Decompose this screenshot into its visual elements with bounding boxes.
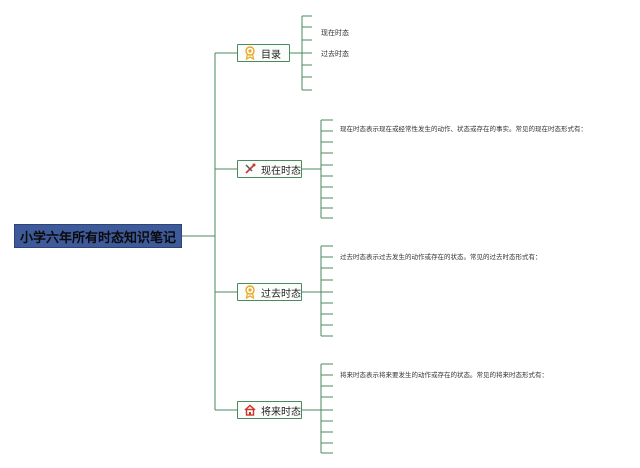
branch-present-tense[interactable]: 现在时态 (237, 160, 302, 178)
root-title: 小学六年所有时态知识笔记 (19, 230, 176, 246)
branch-future-tense[interactable]: 将来时态 (237, 401, 302, 419)
branch-label: 现在时态 (261, 165, 301, 177)
ribbon-icon (243, 46, 257, 61)
root-node[interactable]: 小学六年所有时态知识笔记 (14, 224, 182, 248)
contents-item-past[interactable]: 过去时态 (321, 50, 349, 58)
branch-label: 将来时态 (261, 406, 301, 418)
branch-contents[interactable]: 目录 (237, 44, 290, 62)
tools-icon (243, 162, 257, 176)
ribbon-icon (243, 285, 257, 300)
home-icon (243, 403, 257, 417)
contents-item-present[interactable]: 现在时态 (321, 29, 349, 37)
branch-past-tense[interactable]: 过去时态 (237, 283, 302, 301)
branch-label: 过去时态 (261, 288, 301, 300)
past-tense-description[interactable]: 过去时态表示过去发生的动作或存在的状态。常见的过去时态形式有： (340, 253, 542, 261)
branch-label: 目录 (261, 49, 281, 61)
future-tense-description[interactable]: 将来时态表示将来要发生的动作或存在的状态。常见的将来时态形式有： (340, 371, 548, 379)
present-tense-description[interactable]: 现在时态表示现在或经常性发生的动作、状态或存在的事实。常见的现在时态形式有： (340, 125, 587, 133)
